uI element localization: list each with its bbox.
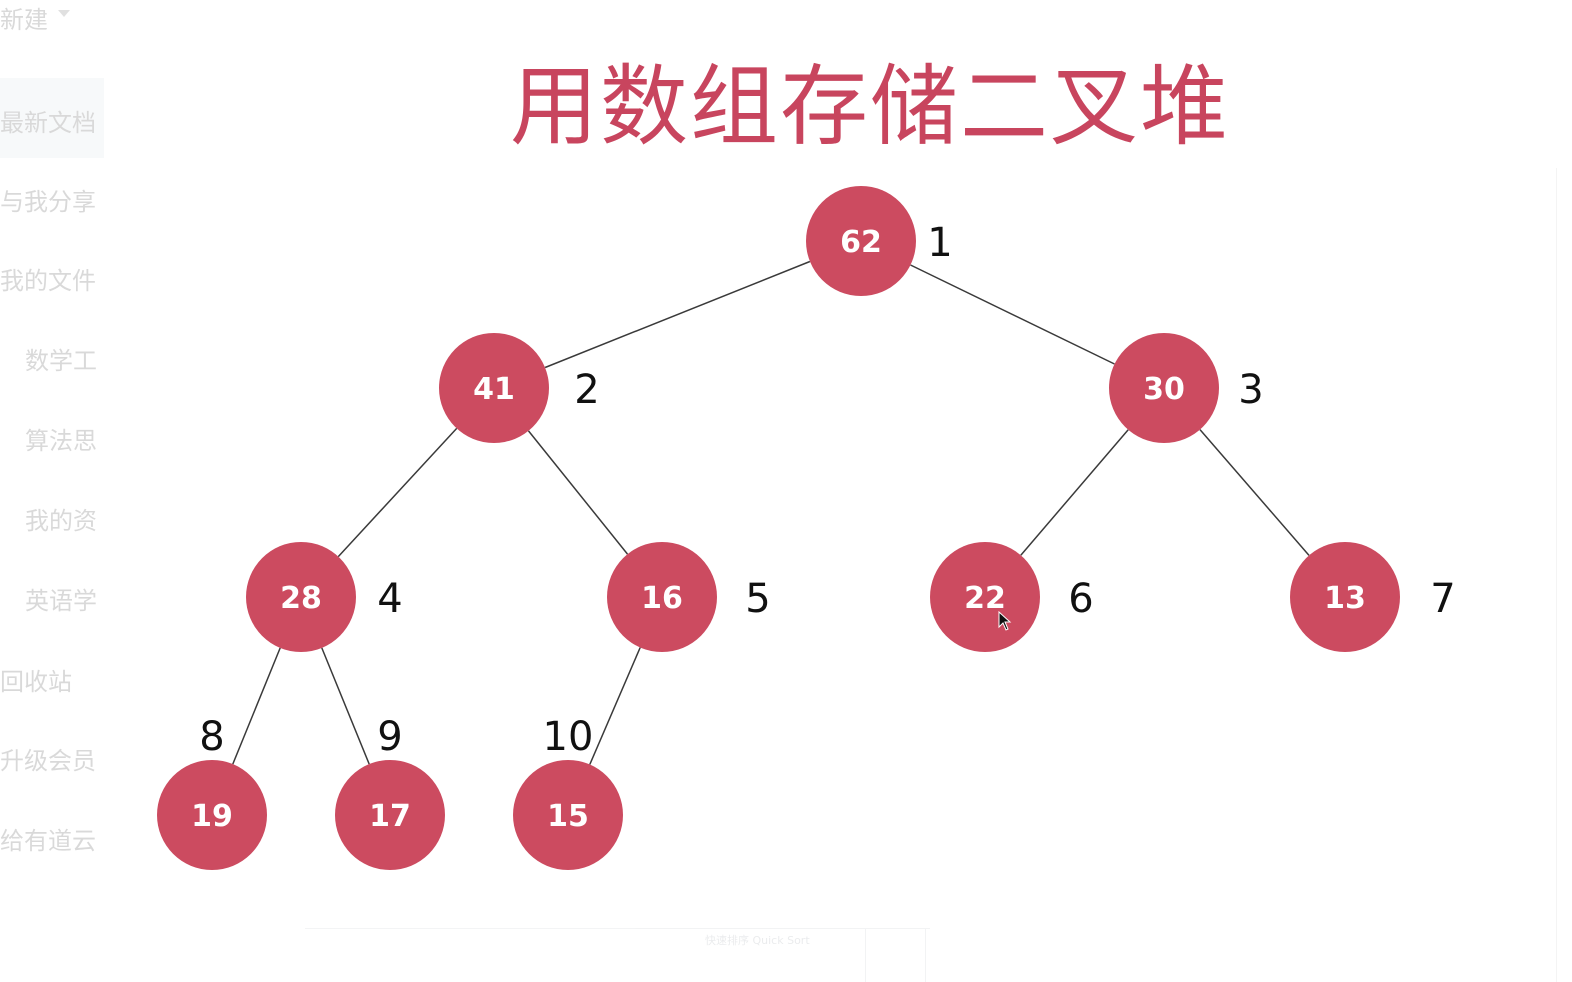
heap-node-8: 19 8 (157, 714, 267, 870)
heap-node-value: 28 (280, 581, 322, 616)
sidebar-item-my-files[interactable]: 我的文件 (0, 267, 96, 295)
sidebar-item-upgrade[interactable]: 升级会员 (0, 747, 96, 775)
heap-node-circle (335, 760, 445, 870)
heap-node-circle (930, 542, 1040, 652)
heap-node-circle (806, 186, 916, 296)
heap-node-value: 17 (369, 799, 411, 834)
heap-node-9: 17 9 (335, 714, 445, 870)
background-right-panel (1556, 168, 1572, 982)
tree-edges (232, 260, 1310, 765)
heap-node-index-label: 10 (543, 714, 594, 760)
sidebar-item-math[interactable]: 数学工 (25, 347, 97, 375)
background-sidebar: 新建 最新文档 与我分享 我的文件 数学工 算法思 我的资 英语学 回收站 升级… (0, 0, 104, 982)
sidebar-item-feedback[interactable]: 给有道云 (0, 827, 96, 855)
sidebar-item-algorithms[interactable]: 算法思 (25, 427, 97, 455)
heap-node-index-label: 1 (927, 220, 952, 266)
heap-node-index-label: 3 (1238, 367, 1263, 413)
tree-edge-3-6 (1020, 429, 1129, 556)
heap-node-circle (246, 542, 356, 652)
sidebar-item-shared-with-me[interactable]: 与我分享 (0, 188, 96, 216)
heap-node-4: 28 4 (246, 542, 403, 652)
heap-node-5: 16 5 (607, 542, 771, 652)
bottom-divider (865, 929, 866, 982)
heap-node-value: 30 (1143, 372, 1185, 407)
sidebar-item-latest-docs[interactable]: 最新文档 (0, 109, 96, 137)
heap-node-value: 19 (191, 799, 233, 834)
sidebar-item-my-resources[interactable]: 我的资 (25, 507, 97, 535)
tree-edge-5-10 (589, 647, 641, 765)
heap-node-value: 16 (641, 581, 683, 616)
heap-node-6: 22 6 (930, 542, 1094, 652)
sidebar-selected-highlight (0, 78, 104, 158)
tree-edge-4-9 (321, 647, 370, 765)
tree-edge-2-4 (337, 427, 458, 558)
heap-node-3: 30 3 (1109, 333, 1264, 443)
heap-node-circle (157, 760, 267, 870)
bottom-divider (925, 929, 926, 982)
sidebar-new-label[interactable]: 新建 (0, 6, 48, 34)
heap-node-value: 13 (1324, 581, 1366, 616)
heap-node-value: 62 (840, 225, 882, 260)
heap-node-index-label: 4 (377, 576, 402, 622)
tree-edge-1-2 (544, 260, 811, 369)
sidebar-item-english[interactable]: 英语学 (25, 587, 97, 615)
heap-node-value: 22 (964, 581, 1006, 616)
tree-edge-1-3 (910, 264, 1115, 365)
heap-node-index-label: 9 (377, 714, 402, 760)
tree-edge-4-8 (232, 647, 281, 765)
bottom-bar-label: 快速排序 Quick Sort (705, 934, 810, 947)
background-bottom-bar: 快速排序 Quick Sort (305, 928, 930, 982)
heap-node-index-label: 2 (574, 367, 599, 413)
slide-title: 用数组存储二叉堆 (509, 55, 1230, 158)
heap-node-circle (1290, 542, 1400, 652)
heap-node-2: 41 2 (439, 333, 600, 443)
heap-node-value: 15 (547, 799, 589, 834)
heap-node-circle (607, 542, 717, 652)
mouse-pointer-icon (998, 611, 1012, 631)
tree-edge-2-5 (527, 430, 629, 555)
tree-edge-3-7 (1199, 429, 1310, 556)
heap-node-circle (1109, 333, 1219, 443)
heap-node-1: 62 1 (806, 186, 953, 296)
heap-node-index-label: 6 (1068, 576, 1093, 622)
heap-node-index-label: 5 (745, 576, 770, 622)
heap-node-7: 13 7 (1290, 542, 1456, 652)
heap-node-index-label: 7 (1430, 576, 1455, 622)
heap-node-index-label: 8 (199, 714, 224, 760)
sidebar-item-trash[interactable]: 回收站 (0, 668, 72, 696)
caret-down-icon (58, 10, 70, 17)
heap-node-value: 41 (473, 372, 515, 407)
heap-node-circle (513, 760, 623, 870)
heap-node-circle (439, 333, 549, 443)
